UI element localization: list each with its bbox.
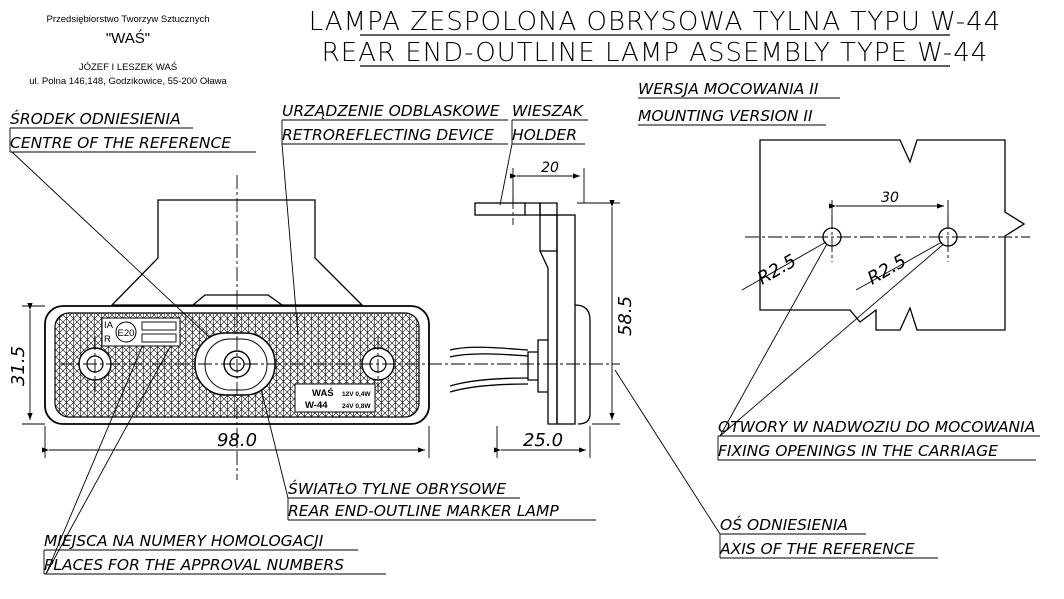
label-holder-en: HOLDER — [512, 126, 577, 144]
callout-fixing: OTWORY W NADWOZIU DO MOCOWANIA FIXING OP… — [717, 241, 1040, 461]
mounting-en: MOUNTING VERSION II — [638, 107, 813, 125]
label-centre-pl: ŚRODEK ODNIESIENIA — [10, 109, 181, 128]
dim-hole-spacing-value: 30 — [881, 190, 899, 206]
dimension-height: 31.5 — [8, 302, 45, 425]
callout-holder: WIESZAK HOLDER — [499, 102, 588, 206]
drawing-title: LAMPA ZESPOLONA OBRYSOWA TYLNA TYPU W-44… — [309, 7, 1001, 68]
lamp-front-view: IA R E20 WAŚ W-44 12V 0,4W 24V 0,8W — [44, 175, 620, 480]
title-pl: LAMPA ZESPOLONA OBRYSOWA TYLNA TYPU W-44 — [309, 7, 1001, 37]
company-brand: "WAŚ" — [106, 29, 150, 47]
label-axis-en: AXIS OF THE REFERENCE — [719, 540, 915, 558]
callout-marker-lamp: ŚWIATŁO TYLNE OBRYSOWE REAR END-OUTLINE … — [259, 384, 596, 521]
callout-approval: MIEJSCA NA NUMERY HOMOLOGACJI PLACES FOR… — [43, 327, 386, 575]
mounting-pl: WERSJA MOCOWANIA II — [638, 80, 819, 98]
label-marker-pl: ŚWIATŁO TYLNE OBRYSOWE — [288, 479, 506, 498]
company-owners: JÓZEF I LESZEK WAŚ — [79, 61, 177, 73]
callout-retroreflecting: URZĄDZENIE ODBLASKOWE RETROREFLECTING DE… — [281, 102, 508, 336]
mounting-plate: 30 R2.5 R2.5 — [741, 139, 1030, 331]
marking-24v: 24V 0,8W — [342, 403, 371, 410]
label-approval-en: PLACES FOR THE APPROVAL NUMBERS — [44, 556, 344, 574]
label-holder-pl: WIESZAK — [512, 102, 585, 120]
company-name: Przedsiębiorstwo Tworzyw Sztucznych — [47, 14, 210, 25]
label-fixing-pl: OTWORY W NADWOZIU DO MOCOWANIA — [718, 418, 1035, 436]
label-centre-en: CENTRE OF THE REFERENCE — [10, 134, 231, 152]
dim-side-height-value: 58.5 — [615, 296, 636, 336]
dim-radius-left: R2.5 — [754, 251, 800, 290]
dimension-width: 98.0 — [41, 426, 430, 458]
dim-width-value: 98.0 — [217, 430, 257, 451]
label-marker-en: REAR END-OUTLINE MARKER LAMP — [288, 502, 559, 520]
label-retro-pl: URZĄDZENIE ODBLASKOWE — [282, 102, 500, 120]
marking-e20: E20 — [118, 328, 135, 339]
lamp-side-view — [449, 195, 591, 425]
dim-height-value: 31.5 — [8, 346, 29, 386]
label-axis-pl: OŚ ODNIESIENIA — [720, 515, 848, 534]
marking-12v: 12V 0,4W — [342, 391, 371, 398]
dimension-holder: 20 — [509, 160, 585, 203]
label-fixing-en: FIXING OPENINGS IN THE CARRIAGE — [718, 442, 998, 460]
marking-was: WAŚ — [312, 387, 334, 399]
mounting-version: WERSJA MOCOWANIA II MOUNTING VERSION II — [638, 80, 840, 126]
dim-depth-value: 25.0 — [523, 430, 563, 451]
dimension-depth: 25.0 — [493, 426, 591, 458]
company-header: Przedsiębiorstwo Tworzyw Sztucznych "WAŚ… — [29, 14, 227, 87]
callout-axis: OŚ ODNIESIENIA AXIS OF THE REFERENCE — [614, 369, 938, 559]
company-address: ul. Polna 146,148, Godzikowice, 55-200 O… — [29, 76, 227, 87]
label-approval-pl: MIEJSCA NA NUMERY HOMOLOGACJI — [44, 532, 324, 550]
dim-holder-value: 20 — [541, 160, 559, 176]
dim-radius-right: R2.5 — [864, 251, 910, 290]
marking-r: R — [104, 334, 111, 345]
marking-ia: IA — [104, 320, 114, 331]
label-retro-en: RETROREFLECTING DEVICE — [282, 126, 494, 144]
title-en: REAR END-OUTLINE LAMP ASSEMBLY TYPE W-44 — [322, 38, 989, 68]
dimension-side-height: 58.5 — [577, 199, 636, 425]
marking-model: W-44 — [305, 400, 328, 411]
